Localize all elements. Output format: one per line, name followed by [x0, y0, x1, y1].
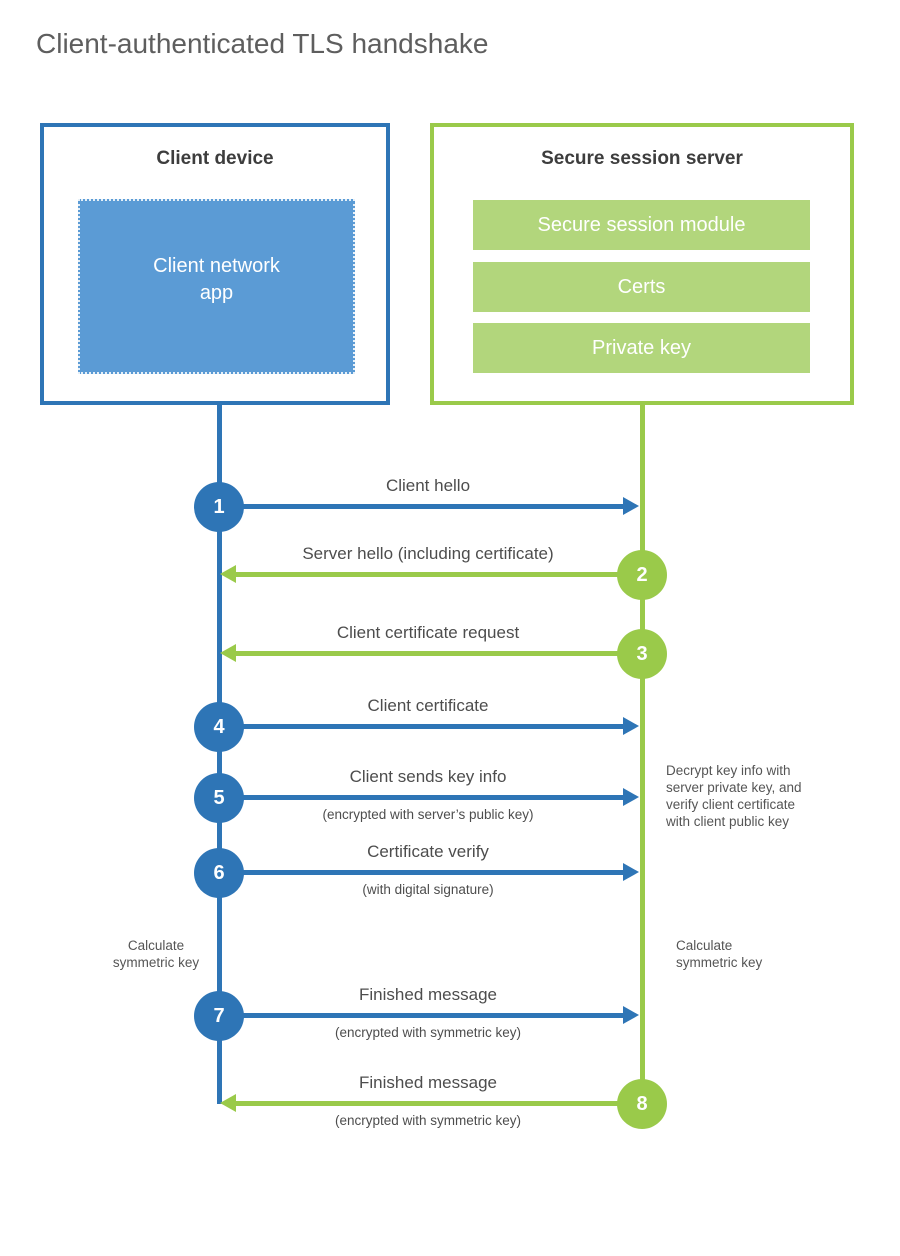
- step-3-arrow: [220, 644, 618, 662]
- secure-session-module-bar: Secure session module: [473, 200, 810, 250]
- step-2-circle: 2: [617, 550, 667, 600]
- step-6-sublabel: (with digital signature): [362, 882, 494, 897]
- certs-bar: Certs: [473, 262, 810, 312]
- step-7-label: Finished message: [359, 985, 497, 1004]
- step-3-label: Client certificate request: [336, 623, 520, 642]
- step-1-label: Client hello: [385, 476, 471, 495]
- step-8-arrow: [220, 1094, 618, 1112]
- step-3-circle: 3: [617, 629, 667, 679]
- server-box-title: Secure session server: [541, 148, 743, 169]
- step-6-circle: 6: [194, 848, 244, 898]
- step-5-arrow: [240, 788, 639, 806]
- step-1-circle: 1: [194, 482, 244, 532]
- step-6-label: Certificate verify: [367, 842, 489, 861]
- client-network-app-box: Client network app: [78, 199, 355, 374]
- step-5-sublabel: (encrypted with server’s public key): [322, 807, 534, 822]
- step-8-label: Finished message: [359, 1073, 497, 1092]
- step-7-sublabel: (encrypted with symmetric key): [334, 1025, 522, 1040]
- step-4-arrow: [240, 717, 639, 735]
- client-device-title: Client device: [156, 148, 274, 169]
- client-lifeline: [217, 403, 222, 1104]
- page-title: Client-authenticated TLS handshake: [36, 28, 489, 59]
- server-calc-symmetric-key-note: Calculate symmetric key: [676, 938, 763, 970]
- step-7-circle: 7: [194, 991, 244, 1041]
- server-decrypt-note: Decrypt key info with server private key…: [666, 763, 802, 829]
- client-calc-symmetric-key-note: Calculate symmetric key: [112, 938, 200, 970]
- server-lifeline: [640, 403, 645, 1104]
- step-7-arrow: [240, 1006, 639, 1024]
- step-2-label: Server hello (including certificate): [302, 544, 554, 563]
- step-1-arrow: [240, 497, 639, 515]
- step-2-arrow: [220, 565, 618, 583]
- step-8-sublabel: (encrypted with symmetric key): [334, 1113, 522, 1128]
- step-5-label: Client sends key info: [349, 767, 507, 786]
- step-8-circle: 8: [617, 1079, 667, 1129]
- step-4-label: Client certificate: [367, 696, 489, 715]
- private-key-bar: Private key: [473, 323, 810, 373]
- step-6-arrow: [240, 863, 639, 881]
- step-5-circle: 5: [194, 773, 244, 823]
- step-4-circle: 4: [194, 702, 244, 752]
